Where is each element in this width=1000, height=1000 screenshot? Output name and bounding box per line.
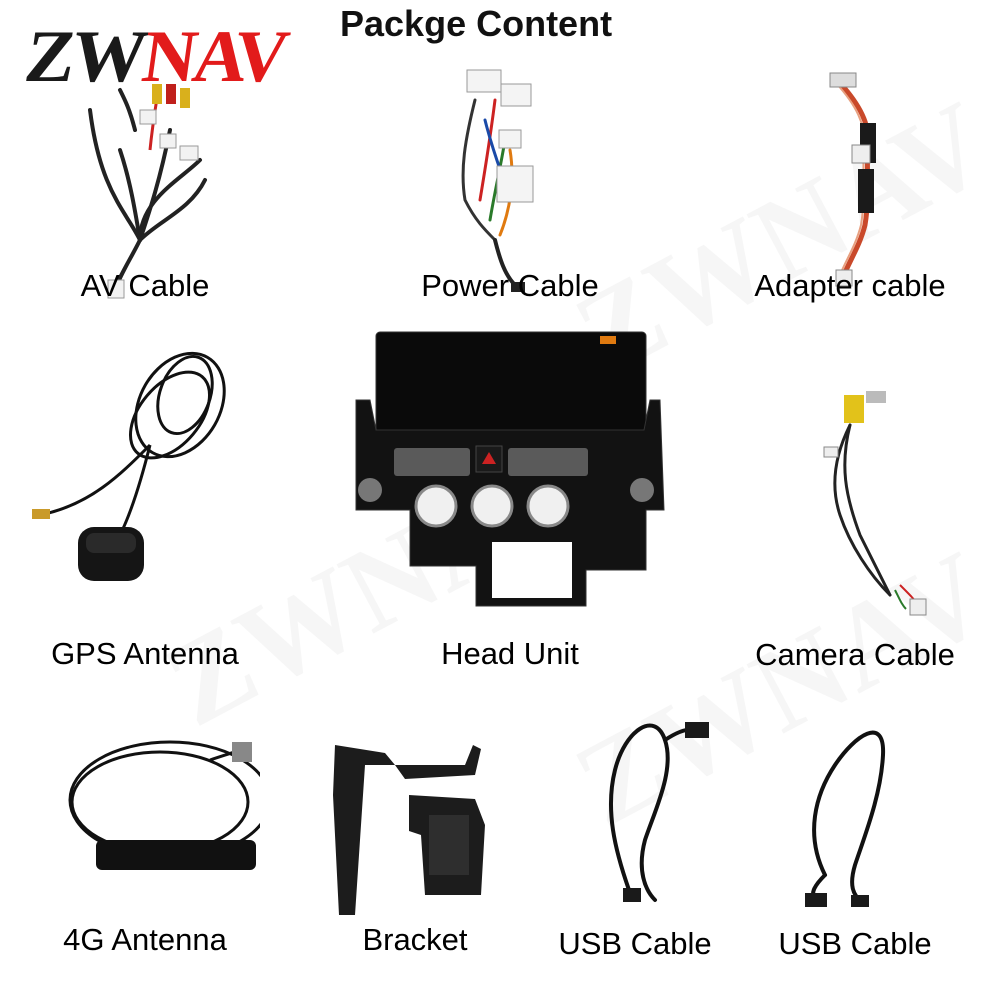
av-cable-icon (88, 84, 207, 299)
package-item-adapter-cable: Adapter cable (740, 65, 960, 310)
item-label: Head Unit (441, 636, 579, 671)
item-label: Power Cable (421, 268, 599, 303)
item-label: USB Cable (778, 926, 932, 961)
bracket-icon (333, 745, 485, 915)
package-item-head-unit: Head Unit (350, 330, 670, 680)
item-label: GPS Antenna (51, 636, 239, 671)
package-item-bracket: Bracket (325, 735, 505, 980)
package-item-power-cable: Power Cable (405, 60, 615, 310)
package-item-usb-cable-2: USB Cable (765, 695, 945, 980)
item-label: 4G Antenna (63, 922, 227, 957)
package-item-av-cable: AV Cable (40, 70, 250, 310)
item-label: USB Cable (558, 926, 712, 961)
camera-cable-icon (823, 391, 927, 616)
item-label: AV Cable (80, 268, 210, 303)
package-item-usb-cable-1: USB Cable (545, 700, 725, 980)
4g-antenna-icon (68, 740, 260, 870)
item-label: Adapter cable (754, 268, 946, 303)
usb-cable-icon (609, 722, 709, 902)
gps-antenna-icon (32, 351, 226, 581)
package-item-gps-antenna: GPS Antenna (20, 335, 270, 680)
item-label: Bracket (362, 922, 468, 957)
page-title: Packge Content (340, 3, 613, 44)
package-item-4g-antenna: 4G Antenna (30, 730, 260, 980)
adapter-cable-icon (829, 72, 876, 287)
package-item-camera-cable: Camera Cable (740, 385, 970, 680)
usb-cable-icon (805, 730, 886, 907)
head-unit-icon (355, 331, 665, 607)
item-label: Camera Cable (755, 637, 955, 672)
power-cable-icon (461, 69, 534, 292)
